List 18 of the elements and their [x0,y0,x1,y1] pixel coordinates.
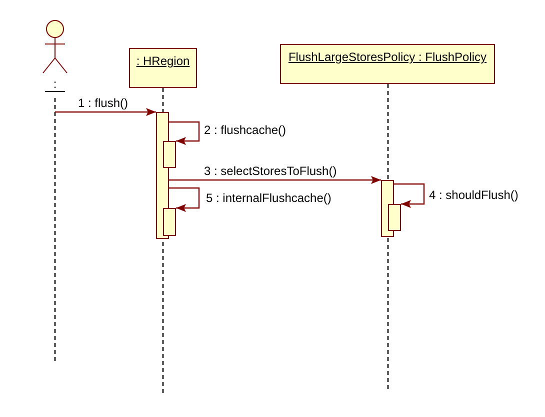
activation-bar [163,208,176,236]
message-label: 2 : flushcache() [203,123,288,137]
message-arrow [169,176,381,184]
message-arrow [55,108,156,116]
activation-bar [388,204,401,231]
message-label: 5 : internalFlushcache() [205,191,332,205]
message-label: 4 : shouldFlush() [428,188,520,202]
message-arrow [169,187,200,212]
message-arrow [169,121,200,145]
message-label: 1 : flush() [77,96,130,110]
object-name: FlushLargeStoresPolicy : FlushPolicy [288,50,487,64]
object-box [129,48,197,88]
message-label: 3 : selectStoresToFlush() [203,164,338,178]
message-arrow [394,183,425,208]
activation-bar [163,141,176,168]
object-box [280,44,495,84]
actor-name: : [45,77,65,92]
object-name: : HRegion [136,54,190,68]
